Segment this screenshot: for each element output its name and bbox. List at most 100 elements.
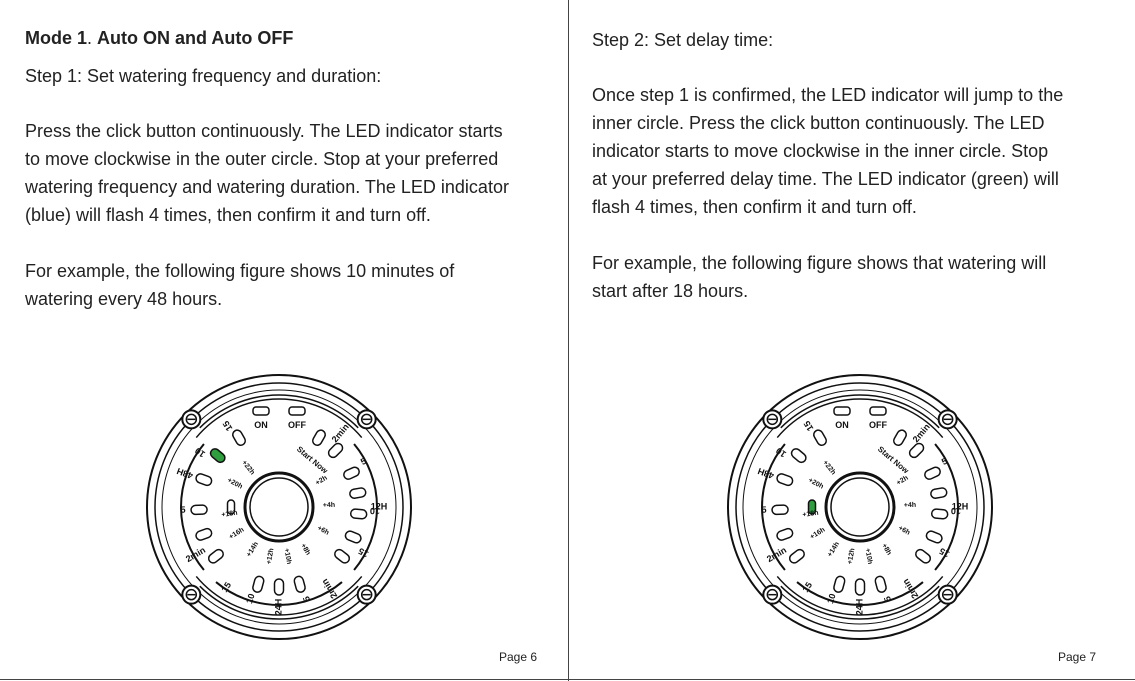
led-outer bbox=[312, 429, 326, 446]
led-outer bbox=[293, 575, 306, 593]
led-outer bbox=[207, 548, 224, 564]
start-now-label: Start Now bbox=[876, 445, 911, 476]
inner-scale-label: +22h bbox=[821, 459, 836, 476]
on-label: ON bbox=[835, 420, 849, 430]
outer-scale-label: 5 bbox=[761, 505, 766, 515]
dial-body-ring bbox=[742, 389, 978, 625]
inner-scale-label: +12h bbox=[847, 548, 857, 565]
outer-scale-label: 10 bbox=[774, 445, 788, 459]
outer-scale-label: 12H bbox=[371, 501, 388, 511]
led-outer bbox=[349, 508, 368, 520]
center-button-ring bbox=[249, 477, 309, 537]
outer-scale-label: 10 bbox=[951, 506, 961, 516]
step-1-heading: Step 1: Set watering frequency and durat… bbox=[25, 66, 382, 86]
inner-scale-label: +2h bbox=[896, 475, 910, 487]
text-line: (blue) will flash 4 times, then confirm … bbox=[25, 205, 431, 225]
scale-arc-24h bbox=[215, 581, 343, 606]
outer-scale-label: 5 bbox=[301, 595, 312, 603]
scale-arc-48h bbox=[761, 443, 786, 571]
led-outer bbox=[252, 575, 265, 593]
led-outer bbox=[790, 448, 807, 464]
screw-icon bbox=[941, 588, 954, 601]
led-on bbox=[833, 406, 851, 416]
led-outer bbox=[343, 466, 360, 480]
screw-icon bbox=[360, 588, 373, 601]
led-outer bbox=[813, 429, 827, 446]
led-off bbox=[288, 406, 306, 416]
outer-scale-label: 24H bbox=[854, 599, 864, 616]
led-outer bbox=[930, 487, 948, 499]
led-outer bbox=[915, 548, 932, 564]
step-1-paragraph: Press the click button continuously. The… bbox=[25, 117, 509, 229]
side-bracket bbox=[195, 398, 363, 439]
led-outer bbox=[788, 548, 805, 564]
screw-icon bbox=[766, 413, 779, 426]
inner-scale-label: +18h bbox=[221, 510, 238, 519]
text-line: watering every 48 hours. bbox=[25, 289, 223, 309]
outer-scale-label: 5 bbox=[940, 456, 949, 467]
outer-scale-label: 12H bbox=[952, 501, 969, 511]
side-bracket bbox=[780, 585, 940, 620]
bottom-rule bbox=[0, 679, 1135, 680]
outer-scale-label: 15 bbox=[221, 419, 235, 433]
side-bracket bbox=[776, 398, 944, 439]
inner-scale-label: +22h bbox=[240, 459, 255, 476]
text-line: flash 4 times, then confirm it and turn … bbox=[592, 197, 917, 217]
led-outer bbox=[854, 578, 866, 596]
led-outer bbox=[190, 504, 208, 516]
side-bracket bbox=[199, 394, 359, 429]
page-divider bbox=[568, 0, 569, 681]
led-off bbox=[869, 406, 887, 416]
mode-title: Mode 1. Auto ON and Auto OFF bbox=[25, 28, 293, 49]
text-line: For example, the following figure shows … bbox=[25, 261, 455, 281]
led-outer bbox=[930, 508, 949, 520]
outer-scale-label: 24H bbox=[273, 599, 283, 616]
example-paragraph: For example, the following figure shows … bbox=[25, 257, 454, 313]
inner-scale-label: +4h bbox=[323, 502, 336, 509]
led-on bbox=[252, 406, 270, 416]
inner-scale-label: +14h bbox=[827, 541, 841, 558]
led-outer bbox=[908, 442, 925, 459]
outer-scale-label: 2min bbox=[330, 422, 351, 445]
text-line: start after 18 hours. bbox=[592, 281, 749, 301]
start-now-label: Start Now bbox=[295, 445, 330, 476]
led-outer bbox=[273, 578, 285, 596]
inner-scale-label: +20h bbox=[807, 477, 825, 491]
outer-scale-label: 2min bbox=[184, 545, 207, 564]
led-outer bbox=[327, 442, 344, 459]
inner-scale-label: +4h bbox=[904, 502, 917, 509]
outer-scale-label: 48H bbox=[175, 466, 194, 481]
inner-scale-label: +2h bbox=[315, 475, 329, 487]
outer-scale-label: 5 bbox=[180, 505, 185, 515]
inner-scale-label: +10h bbox=[863, 548, 873, 565]
dial-outer-ring bbox=[727, 374, 993, 640]
step-2-paragraph: Once step 1 is confirmed, the LED indica… bbox=[592, 81, 1063, 221]
inner-scale-label: +8h bbox=[880, 543, 892, 557]
screw-icon bbox=[185, 588, 198, 601]
led-outer bbox=[344, 530, 362, 544]
inner-scale-label: +18h bbox=[802, 510, 819, 519]
page-number: Page 6 bbox=[499, 650, 538, 664]
center-button-ring bbox=[830, 477, 890, 537]
inner-scale-label: +14h bbox=[246, 541, 260, 558]
scale-arc-12h bbox=[934, 443, 959, 571]
inner-scale-label: +20h bbox=[226, 477, 244, 491]
side-bracket bbox=[195, 575, 363, 616]
outer-scale-label: 2min bbox=[320, 577, 340, 600]
outer-scale-label: 2min bbox=[765, 545, 788, 564]
inner-scale-label: +10h bbox=[282, 548, 292, 565]
outer-scale-label: 15 bbox=[938, 546, 952, 560]
text-line: at your preferred delay time. The LED in… bbox=[592, 169, 1059, 189]
dial-outer-ring bbox=[146, 374, 412, 640]
text-line: For example, the following figure shows … bbox=[592, 253, 1047, 273]
center-button bbox=[243, 471, 315, 543]
center-button bbox=[824, 471, 896, 543]
example-paragraph: For example, the following figure shows … bbox=[592, 249, 1046, 305]
inner-scale-label: +16h bbox=[228, 527, 245, 541]
led-inner bbox=[226, 499, 236, 515]
screw-icon bbox=[941, 413, 954, 426]
led-outer bbox=[209, 448, 226, 464]
inner-scale-label: +6h bbox=[316, 525, 330, 537]
